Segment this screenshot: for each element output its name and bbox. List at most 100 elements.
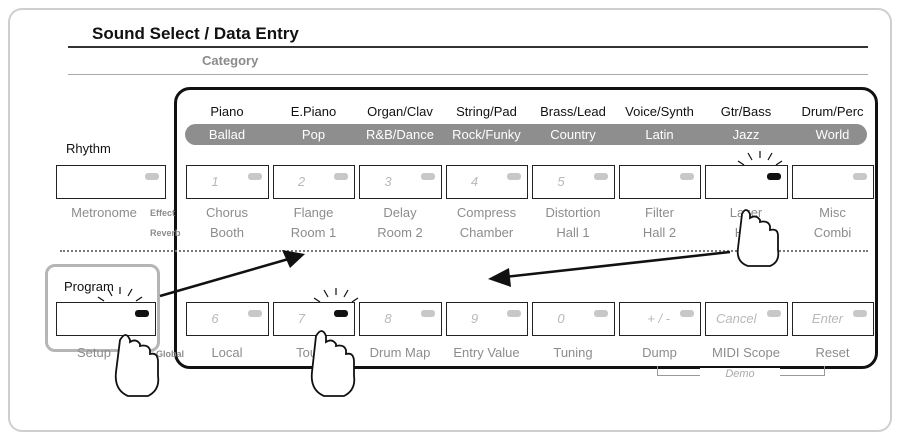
title-rule — [68, 46, 868, 48]
button-number: 8 — [384, 311, 392, 326]
button-number: 4 — [470, 174, 479, 189]
reverb-label-2: Room 2 — [377, 225, 423, 240]
global-label-3: Entry Value — [453, 345, 520, 360]
style-label-0: Ballad — [208, 127, 246, 142]
row2-button-1[interactable]: 7 — [272, 302, 355, 336]
reverb-label-5: Hall 2 — [642, 225, 677, 240]
row1-button-1[interactable]: 2 — [272, 165, 355, 199]
reverb-label-4: Hall 1 — [556, 225, 590, 240]
button-number: 2 — [297, 174, 306, 189]
category-label-4: Brass/Lead — [540, 104, 606, 119]
led-indicator — [334, 173, 348, 180]
effect-label-1: Flange — [293, 205, 334, 220]
effect-label-3: Compress — [456, 205, 517, 220]
led-indicator — [420, 173, 435, 180]
reverb-tag: Reverb — [150, 228, 181, 238]
style-label-1: Pop — [301, 127, 326, 142]
button-number: 3 — [384, 174, 392, 189]
demo-label: Demo — [700, 368, 780, 380]
led-indicator — [507, 173, 521, 180]
reverb-label-1: Room 1 — [290, 225, 337, 240]
reverb-label-0: Booth — [210, 225, 244, 240]
row2-button-3[interactable]: 9 — [445, 302, 528, 336]
button-number: + / - — [647, 311, 670, 326]
row2-button-0[interactable]: 6 — [186, 302, 269, 336]
style-label-7: World — [815, 127, 850, 142]
led-indicator — [680, 173, 694, 180]
row1-button-2[interactable]: 3 — [359, 165, 442, 199]
led-indicator — [680, 310, 694, 317]
style-bar — [185, 124, 867, 145]
rhythm-label: Rhythm — [66, 141, 111, 156]
effect-label-7: Misc — [819, 205, 846, 220]
row1-button-5[interactable] — [618, 165, 701, 199]
button-number: 9 — [470, 311, 479, 326]
style-label-4: Country — [550, 127, 596, 142]
led-indicator — [247, 310, 262, 317]
row2-button-4[interactable]: 0 — [532, 302, 615, 336]
style-label-3: Rock/Funky — [452, 127, 521, 142]
effect-label-4: Distortion — [545, 205, 601, 220]
led-indicator — [507, 310, 521, 317]
reverb-label-7: Combi — [813, 225, 852, 240]
reverb-label-6: Hall — [734, 225, 758, 240]
button-number: 0 — [557, 311, 565, 326]
category-rule — [68, 74, 868, 75]
led-indicator — [593, 173, 608, 180]
metronome-label: Metronome — [71, 205, 137, 220]
effect-tag: Effect — [150, 208, 176, 218]
section-title: Sound Select / Data Entry — [92, 24, 299, 43]
effect-label-6: Lazer — [729, 205, 763, 220]
program-button[interactable] — [56, 302, 156, 336]
led-indicator — [766, 310, 781, 317]
global-label-6: MIDI Scope — [712, 345, 780, 360]
reverb-label-3: Chamber — [459, 225, 514, 240]
row1-button-0[interactable]: 1 — [186, 165, 269, 199]
led-indicator — [766, 173, 781, 180]
category-label-1: E.Piano — [290, 104, 337, 119]
program-label: Program — [64, 279, 114, 294]
setup-label: Setup — [77, 345, 111, 360]
led-indicator — [420, 310, 435, 317]
category-heading: Category — [202, 53, 259, 68]
row2-button-6[interactable]: Cancel — [705, 302, 788, 336]
button-number: 1 — [211, 174, 219, 189]
effect-label-2: Delay — [383, 205, 417, 220]
style-label-6: Jazz — [732, 127, 760, 142]
button-number: 6 — [211, 311, 219, 326]
program-highlight — [45, 264, 160, 352]
outer-frame — [8, 8, 892, 432]
button-number: 5 — [557, 174, 565, 189]
global-label-5: Dump — [642, 345, 677, 360]
global-tag: Global — [156, 349, 185, 359]
led-indicator-lit — [135, 310, 149, 317]
row2-button-2[interactable]: 8 — [359, 302, 442, 336]
led-indicator — [145, 173, 159, 180]
row1-button-6[interactable] — [705, 165, 788, 199]
style-label-2: R&B/Dance — [366, 127, 434, 142]
sound-select-panel — [174, 87, 878, 369]
global-label-0: Local — [211, 345, 243, 360]
style-label-5: Latin — [645, 127, 674, 142]
rhythm-button[interactable] — [56, 165, 166, 199]
effect-label-5: Filter — [645, 205, 674, 220]
global-label-2: Drum Map — [369, 345, 431, 360]
global-label-4: Tuning — [553, 345, 593, 360]
category-label-3: String/Pad — [456, 104, 517, 119]
button-number: 7 — [297, 311, 306, 326]
global-label-7: Reset — [815, 345, 850, 360]
category-label-2: Organ/Clav — [367, 104, 433, 119]
category-label-0: Piano — [210, 104, 244, 119]
row2-button-5[interactable]: + / - — [618, 302, 701, 336]
category-label-7: Drum/Perc — [801, 104, 864, 119]
global-label-1: Touch — [296, 345, 331, 360]
led-indicator — [247, 173, 262, 180]
row1-button-4[interactable]: 5 — [532, 165, 615, 199]
dotted-divider — [60, 250, 868, 252]
row1-button-3[interactable]: 4 — [445, 165, 528, 199]
row1-button-7[interactable] — [791, 165, 874, 199]
led-indicator — [334, 310, 348, 317]
row2-button-7[interactable]: Enter — [791, 302, 874, 336]
category-label-5: Voice/Synth — [625, 104, 694, 119]
effect-label-0: Chorus — [206, 205, 248, 220]
